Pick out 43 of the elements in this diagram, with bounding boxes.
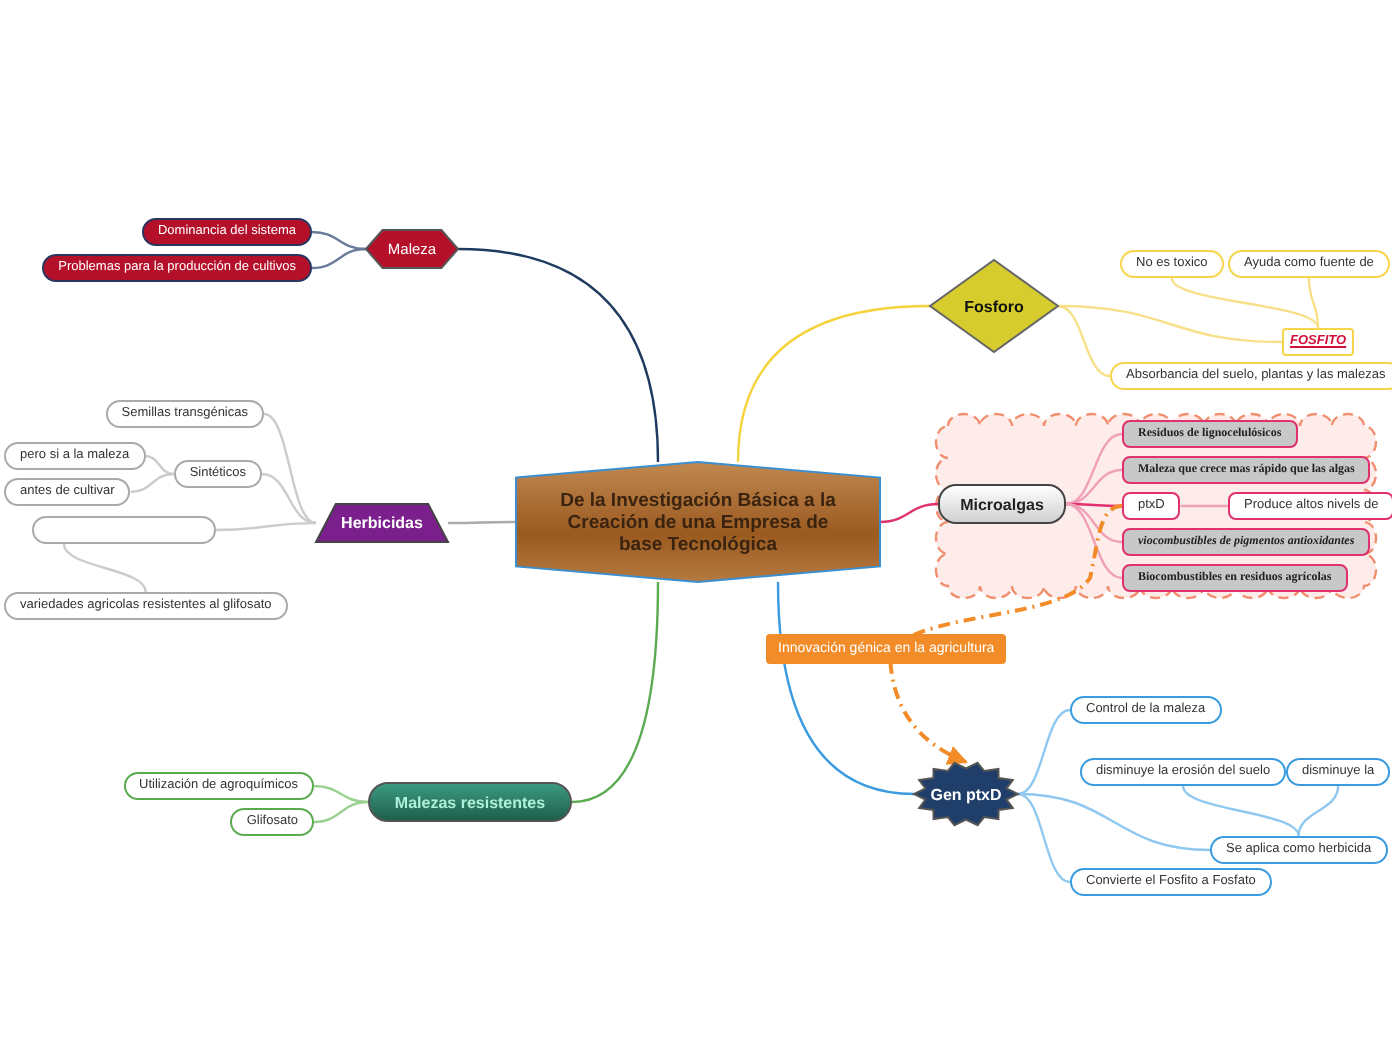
connector <box>776 581 915 796</box>
connector <box>311 230 367 251</box>
topic-starburst <box>914 762 1018 826</box>
topic-pill: Malezas resistentes <box>368 782 572 822</box>
connector <box>1017 792 1071 884</box>
connector <box>145 454 174 476</box>
connector <box>1307 277 1320 329</box>
connector <box>1017 792 1211 852</box>
connector <box>879 502 939 524</box>
connector <box>216 521 316 532</box>
connector <box>1065 502 1123 580</box>
connector <box>130 472 174 494</box>
connector <box>313 800 369 824</box>
topic-trapezoid <box>316 504 448 542</box>
connector <box>263 412 317 525</box>
node-text: Fosforo <box>964 297 1024 315</box>
connector <box>1181 785 1300 837</box>
connector <box>571 582 660 804</box>
empty-pill <box>32 516 216 544</box>
topic-diamond <box>930 260 1058 352</box>
connector <box>1065 468 1123 506</box>
node-text: De la Investigación Básica a la Creación de una Empresa de base Tecnológica <box>558 489 838 555</box>
connector <box>1017 708 1071 796</box>
connector <box>313 784 369 804</box>
central-hexagon <box>516 462 880 582</box>
connector <box>1057 304 1283 344</box>
topic-hexagon <box>366 230 458 268</box>
topic-pill: Microalgas <box>938 484 1066 524</box>
connector <box>311 247 367 270</box>
connector <box>736 304 931 463</box>
connector <box>62 543 147 593</box>
connector <box>457 247 660 463</box>
connector <box>1057 304 1111 378</box>
node-text: Gen ptxD <box>930 785 1002 803</box>
connector <box>448 520 516 525</box>
connector <box>1065 502 1123 544</box>
connector <box>1065 432 1123 506</box>
connector <box>1170 277 1320 329</box>
connector <box>261 472 317 525</box>
connector <box>1297 785 1340 837</box>
arrow <box>888 504 1123 764</box>
connector <box>1180 504 1228 508</box>
node-text: Herbicidas <box>341 514 423 532</box>
